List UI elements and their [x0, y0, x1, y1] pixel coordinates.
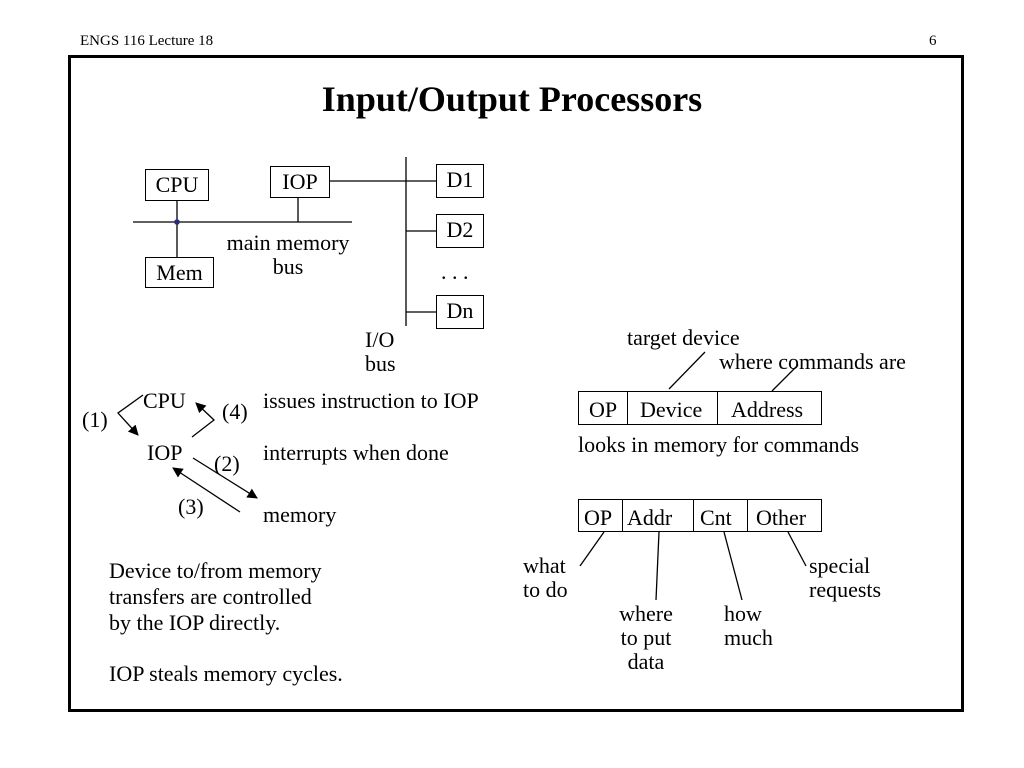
interrupts-text: interrupts when done: [263, 440, 449, 465]
notes-line-1: Device to/from memory: [109, 558, 322, 583]
arrow-step-4: [191, 402, 215, 438]
pointer-target-device: [668, 351, 706, 390]
how-line-1: how: [724, 601, 762, 626]
arrow-step-1: [117, 394, 144, 436]
interaction-cpu-label: CPU: [143, 388, 186, 413]
device-box-dn: Dn: [436, 295, 484, 329]
io-bus-label: I/O bus: [365, 328, 396, 376]
course-header: ENGS 116 Lecture 18: [80, 33, 214, 49]
instruction-divider-1: [627, 392, 628, 424]
pointer-special: [787, 531, 807, 567]
interaction-iop-label: IOP: [147, 440, 183, 465]
mem-box: Mem: [145, 257, 214, 288]
step-3-label: (3): [178, 494, 204, 519]
io-bus-label-line-1: I/O: [365, 327, 395, 352]
device-box-d2: D2: [436, 214, 484, 248]
notes-line-3: by the IOP directly.: [109, 610, 281, 635]
what-line-1: what: [523, 553, 566, 578]
notes-line-4: IOP steals memory cycles.: [109, 661, 343, 686]
what-line-2: to do: [523, 577, 568, 602]
where-line-3: data: [627, 649, 665, 674]
what-to-do-label: what to do: [523, 554, 568, 602]
command-field-other: Other: [756, 505, 807, 530]
arrow-step-2: [192, 457, 258, 499]
page-number: 6: [929, 33, 937, 49]
device-ellipsis: . . .: [441, 259, 469, 284]
step-2-label: (2): [214, 451, 240, 476]
issues-instruction-text: issues instruction to IOP: [263, 388, 479, 413]
instruction-field-device: Device: [640, 397, 703, 422]
how-much-label: how much: [724, 602, 773, 650]
bus-junction-dot: [174, 219, 180, 225]
command-field-addr: Addr: [627, 505, 673, 530]
cpu-box: CPU: [145, 169, 209, 201]
command-format-record: OP Addr Cnt Other: [578, 499, 822, 532]
pointer-how-much: [723, 531, 743, 601]
step-1-label: (1): [82, 407, 108, 432]
where-line-1: where: [619, 601, 673, 626]
main-bus-label-line-2: bus: [272, 254, 304, 279]
instruction-divider-2: [717, 392, 718, 424]
command-divider-2: [693, 500, 694, 531]
pointer-where-commands: [771, 364, 799, 392]
step-4-label: (4): [222, 399, 248, 424]
instruction-format-record: OP Device Address: [578, 391, 822, 425]
arrow-step-3: [172, 467, 241, 513]
command-divider-1: [622, 500, 623, 531]
how-line-2: much: [724, 625, 773, 650]
instruction-field-op: OP: [589, 397, 618, 422]
slide-frame: [68, 55, 964, 712]
instruction-field-address: Address: [731, 397, 804, 422]
where-to-put-label: where to put data: [606, 602, 686, 674]
device-box-d1: D1: [436, 164, 484, 198]
where-line-2: to put: [620, 625, 672, 650]
notes-line-2: transfers are controlled: [109, 584, 312, 609]
slide-title: Input/Output Processors: [321, 79, 703, 119]
pointer-what-to-do: [579, 531, 605, 567]
special-line-2: requests: [809, 577, 882, 602]
special-line-1: special: [809, 553, 871, 578]
command-field-op: OP: [584, 505, 613, 530]
target-device-label: target device: [627, 325, 740, 350]
command-field-cnt: Cnt: [700, 505, 732, 530]
special-requests-label: special requests: [809, 554, 881, 602]
main-bus-label-line-1: main memory: [226, 230, 350, 255]
iop-box: IOP: [270, 166, 330, 198]
instruction-caption: looks in memory for commands: [578, 432, 860, 457]
where-commands-label: where commands are: [719, 349, 906, 374]
memory-text: memory: [263, 502, 337, 527]
notes-text: Device to/from memory transfers are cont…: [109, 558, 322, 636]
pointer-where-to-put: [655, 531, 660, 601]
main-memory-bus-label: main memory bus: [214, 231, 362, 279]
io-bus-label-line-2: bus: [365, 351, 396, 376]
command-divider-3: [747, 500, 748, 531]
